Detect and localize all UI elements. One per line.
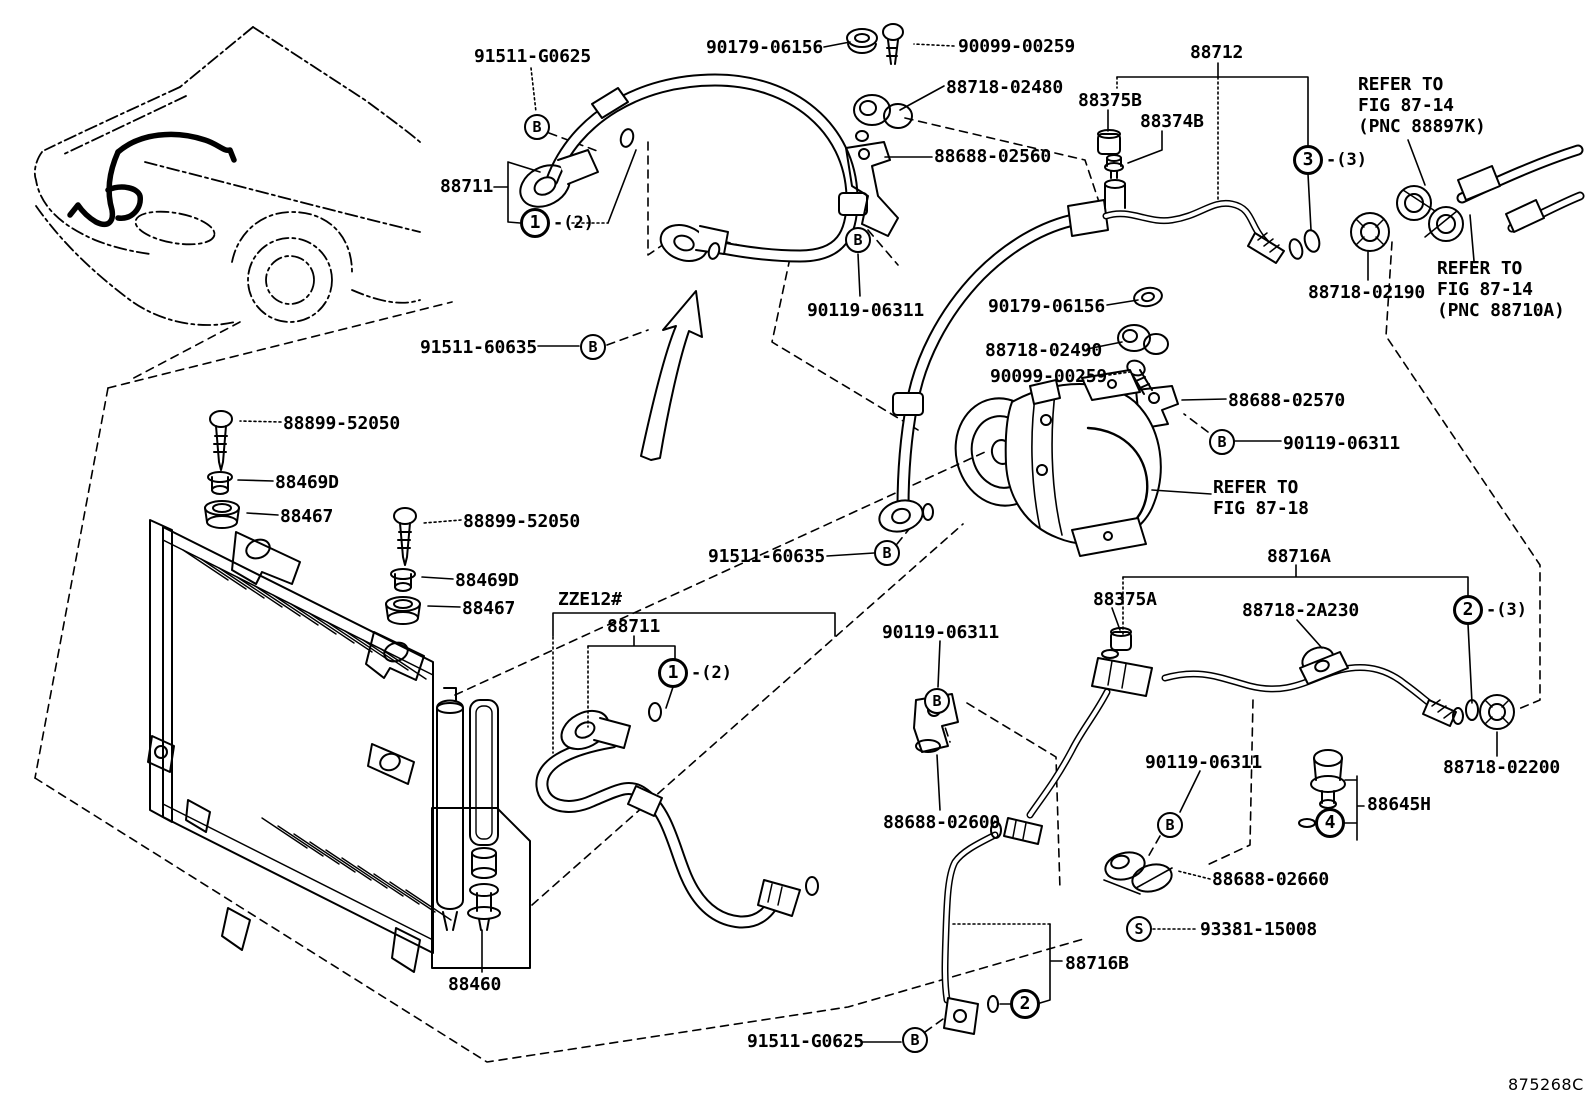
callout-c2a: 2-(3) <box>1453 595 1527 625</box>
leader-lines <box>237 41 1498 1043</box>
part-label-note-fig8718: REFER TO FIG 87-18 <box>1213 477 1309 519</box>
part-label-88375a: 88375A <box>1093 589 1157 610</box>
right-fittings <box>1350 144 1585 252</box>
fastener-badge-s1: S <box>1126 916 1152 942</box>
fastener-badge-b4: B <box>1209 429 1235 455</box>
callout-number-c1b: 1 <box>658 658 688 688</box>
part-label-88645h: 88645H <box>1367 794 1431 815</box>
part-label-90099-00259-b: 90099-00259 <box>990 366 1108 387</box>
part-label-90119-06311-a: 90119-06311 <box>807 300 925 321</box>
pipe-88716b <box>941 817 1043 1035</box>
condenser-fins-lower <box>261 817 452 921</box>
part-label-88899-52050-b: 88899-52050 <box>463 511 581 532</box>
part-label-88375b: 88375B <box>1078 90 1142 111</box>
callout-qty-c3: -(3) <box>1326 149 1367 170</box>
callout-qty-c1b: -(2) <box>691 662 732 683</box>
part-label-88688-02600: 88688-02600 <box>883 812 1001 833</box>
part-label-88716a: 88716A <box>1267 546 1331 567</box>
part-label-88718-02190: 88718-02190 <box>1308 282 1426 303</box>
part-label-88469d-b: 88469D <box>455 570 519 591</box>
callout-c4: 4 <box>1315 808 1345 838</box>
part-label-88374b: 88374B <box>1140 111 1204 132</box>
callout-c3: 3-(3) <box>1293 145 1367 175</box>
part-label-91511-60635-a: 91511-60635 <box>420 337 538 358</box>
part-label-88711-top: 88711 <box>440 176 494 197</box>
condenser-fins-upper <box>182 549 427 680</box>
part-label-90179-06156-b: 90179-06156 <box>988 296 1106 317</box>
part-label-88712: 88712 <box>1190 42 1244 63</box>
dashed-locator-lines <box>34 117 1541 1063</box>
part-label-88718-02480: 88718-02480 <box>946 77 1064 98</box>
direction-arrow <box>640 290 703 461</box>
part-label-88467-a: 88467 <box>280 506 334 527</box>
fastener-badge-b8: B <box>902 1027 928 1053</box>
hose-88711-bottom <box>535 702 819 929</box>
part-label-88688-02570: 88688-02570 <box>1228 390 1346 411</box>
service-parts-box-88460 <box>431 807 531 969</box>
part-label-footer-code: 875268C <box>1508 1075 1584 1094</box>
part-label-88688-02660: 88688-02660 <box>1212 869 1330 890</box>
callout-number-c2b: 2 <box>1010 989 1040 1019</box>
part-label-note-88710a: REFER TO FIG 87-14 (PNC 88710A) <box>1437 258 1565 321</box>
part-label-91511-60635-b: 91511-60635 <box>708 546 826 567</box>
part-label-90119-06311-b: 90119-06311 <box>1283 433 1401 454</box>
part-label-90119-06311-d: 90119-06311 <box>1145 752 1263 773</box>
fastener-badge-b2: B <box>845 227 871 253</box>
car-outline <box>33 26 421 326</box>
fastener-badge-b7: B <box>1157 812 1183 838</box>
part-label-note-88897k: REFER TO FIG 87-14 (PNC 88897K) <box>1358 74 1486 137</box>
callout-qty-c1a: -(2) <box>553 212 594 233</box>
fastener-badge-b1: B <box>524 114 550 140</box>
callout-number-c4: 4 <box>1315 808 1345 838</box>
small-hardware-top <box>845 23 913 237</box>
fastener-badge-b3: B <box>580 334 606 360</box>
part-label-90099-00259-top: 90099-00259 <box>958 36 1076 57</box>
fastener-badge-b5: B <box>874 540 900 566</box>
part-label-88899-52050-a: 88899-52050 <box>283 413 401 434</box>
part-label-88688-02560: 88688-02560 <box>934 146 1052 167</box>
pipe-88712 <box>878 129 1321 533</box>
part-label-93381-15008: 93381-15008 <box>1200 919 1318 940</box>
callout-qty-c2a: -(3) <box>1486 599 1527 620</box>
callout-c1b: 1-(2) <box>658 658 732 688</box>
compressor <box>954 369 1162 557</box>
part-label-88718-02200: 88718-02200 <box>1443 757 1561 778</box>
part-label-88469d-a: 88469D <box>275 472 339 493</box>
part-label-88716b: 88716B <box>1065 953 1129 974</box>
callout-c1a: 1-(2) <box>520 208 594 238</box>
part-label-88718-2a230: 88718-2A230 <box>1242 600 1360 621</box>
part-label-90179-06156-top: 90179-06156 <box>706 37 824 58</box>
part-label-91511-g0625-bottom: 91511-G0625 <box>747 1031 865 1052</box>
part-label-88460: 88460 <box>448 974 502 995</box>
callout-number-c2a: 2 <box>1453 595 1483 625</box>
part-label-91511-g0625-top: 91511-G0625 <box>474 46 592 67</box>
callout-number-c1a: 1 <box>520 208 550 238</box>
part-label-88467-b: 88467 <box>462 598 516 619</box>
part-label-88711-bottom: 88711 <box>607 616 661 637</box>
part-label-90119-06311-c: 90119-06311 <box>882 622 1000 643</box>
car-engine-pipes <box>67 131 237 228</box>
fastener-badge-b6: B <box>924 688 950 714</box>
callout-c2b: 2 <box>1010 989 1040 1019</box>
callout-number-c3: 3 <box>1293 145 1323 175</box>
part-label-zze12: ZZE12# <box>558 589 622 610</box>
small-hardware-mid <box>1117 286 1179 429</box>
mount-hardware <box>204 410 421 625</box>
hose-88711-top <box>519 73 868 263</box>
part-label-88718-02490: 88718-02490 <box>985 340 1103 361</box>
